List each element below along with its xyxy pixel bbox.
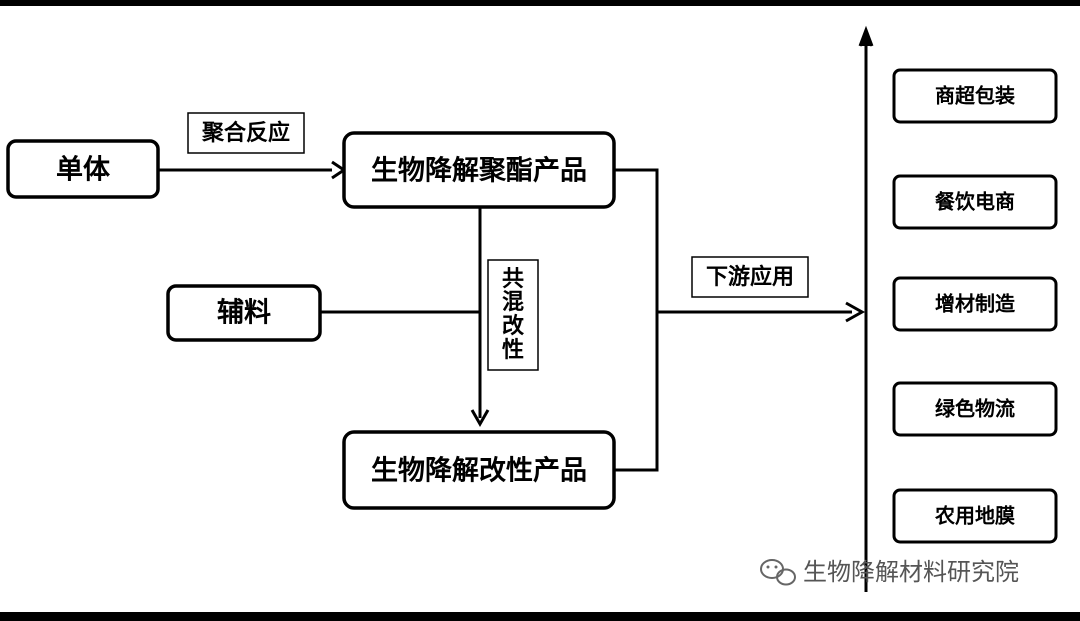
label-blending-char-2: 改 xyxy=(502,313,525,339)
node-polyester-label: 生物降解聚酯产品 xyxy=(371,156,587,187)
node-auxiliary: 辅料 xyxy=(166,284,322,342)
app-item-label: 商超包装 xyxy=(935,84,1015,108)
arrowhead-polyester xyxy=(331,160,347,180)
node-monomer-label: 单体 xyxy=(56,155,111,186)
node-modified-label: 生物降解改性产品 xyxy=(371,456,587,487)
app-item: 餐饮电商 xyxy=(892,174,1058,230)
app-item: 农用地膜 xyxy=(892,488,1058,544)
arrowhead-downstream xyxy=(845,301,866,323)
label-blending-char-3: 性 xyxy=(502,338,524,363)
watermark: 生物降解材料研究院 xyxy=(760,558,1019,586)
bottom-border xyxy=(0,612,1080,621)
wechat-icon xyxy=(760,559,796,586)
node-auxiliary-label: 辅料 xyxy=(217,298,271,329)
app-item-label: 农用地膜 xyxy=(934,504,1015,528)
bracket-products xyxy=(614,168,659,472)
watermark-text: 生物降解材料研究院 xyxy=(803,558,1019,586)
app-item: 增材制造 xyxy=(892,276,1058,332)
label-blending: 共 混 改 性 xyxy=(487,259,539,371)
app-item-label: 餐饮电商 xyxy=(935,190,1015,214)
app-item: 商超包装 xyxy=(892,68,1058,124)
label-downstream-text: 下游应用 xyxy=(706,264,794,290)
label-blending-char-1: 混 xyxy=(502,290,524,315)
label-blending-char-0: 共 xyxy=(502,267,524,292)
axis-arrowhead xyxy=(858,25,874,47)
node-polyester: 生物降解聚酯产品 xyxy=(342,131,616,209)
node-monomer: 单体 xyxy=(6,139,160,199)
node-modified: 生物降解改性产品 xyxy=(342,430,616,510)
app-item-label: 增材制造 xyxy=(935,292,1016,316)
top-border xyxy=(0,0,1080,6)
label-polymerization-text: 聚合反应 xyxy=(201,120,290,146)
label-polymerization: 聚合反应 xyxy=(187,112,305,154)
applications-list: 商超包装 餐饮电商 增材制造 绿色物流 农用地膜 xyxy=(892,68,1058,544)
connectors xyxy=(158,25,874,592)
app-item-label: 绿色物流 xyxy=(935,397,1015,421)
arrowhead-modified xyxy=(470,409,490,428)
label-downstream: 下游应用 xyxy=(691,256,809,298)
app-item: 绿色物流 xyxy=(892,381,1058,437)
